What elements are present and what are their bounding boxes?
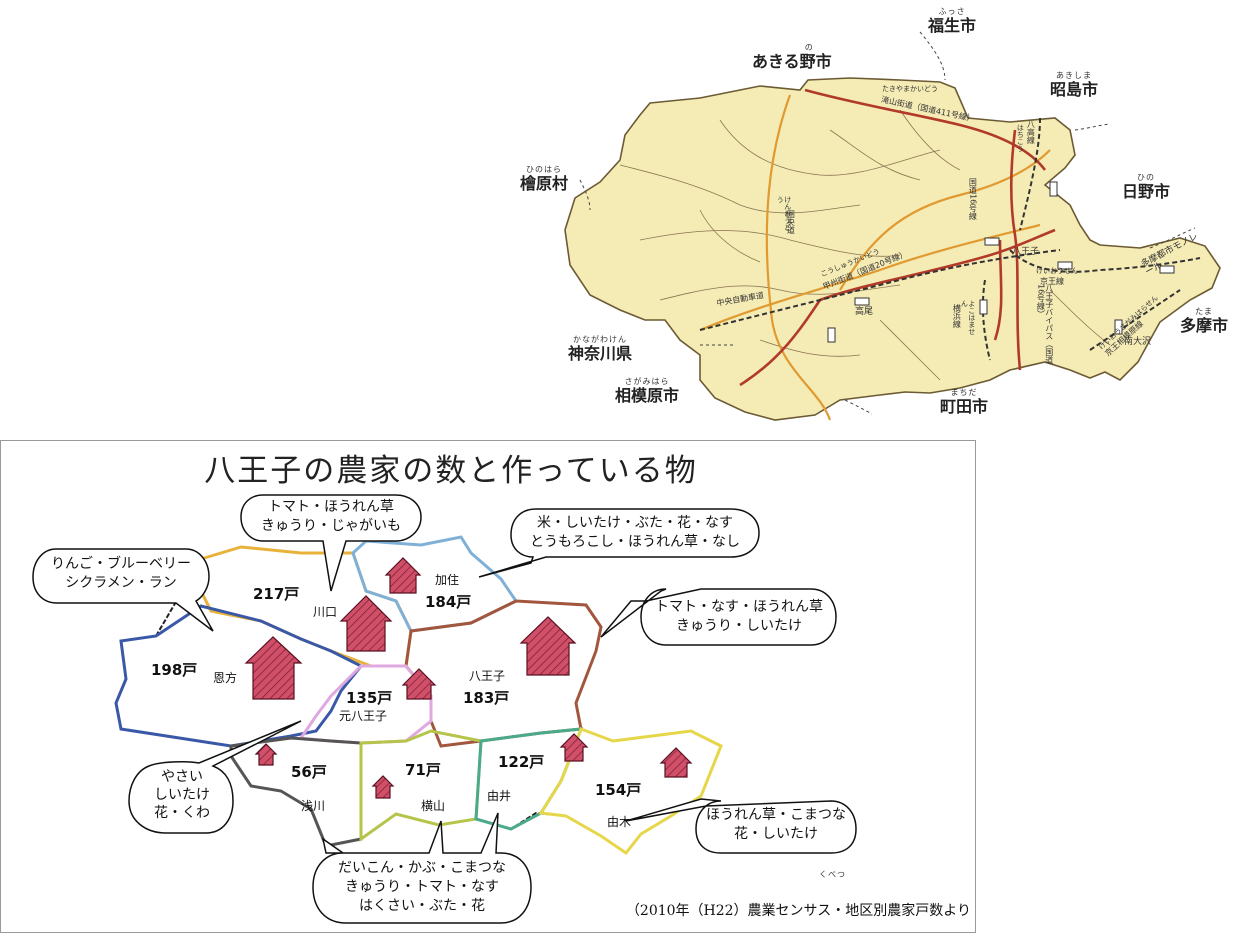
house-yugi-icon — [659, 747, 693, 778]
area-ongata: 恩方 — [213, 671, 238, 685]
station-minamiosawa: 南大沢 — [1124, 337, 1152, 347]
house-ongata-icon — [244, 636, 303, 700]
bubble-yokoyama-text: だいこん・かぶ・こまつな きゅうり・トマト・なす はくさい・ぶた・花 — [338, 860, 506, 914]
count-hachioji: 183戸 — [463, 689, 510, 707]
rail-label-yokohama: 横浜線 — [952, 304, 962, 328]
count-kawaguchi: 217戸 — [253, 585, 300, 603]
bubble-hachioji-text: トマト・なす・ほうれん草 きゅうり・しいたけ — [655, 599, 823, 634]
area-asakawa: 浅川 — [301, 799, 326, 813]
neighbour-boundaries — [579, 31, 1196, 415]
bubble-yokoyama-shape — [312, 812, 532, 924]
house-moto-icon — [401, 668, 437, 700]
hachioji-area-map: の あきる野市 ふっさ 福生市 あきしま 昭島市 ひのはら 檜原村 ひの 日野市… — [0, 0, 1245, 440]
terrain-lines — [619, 109, 1111, 381]
bubble-moto-text: やさい しいたけ 花・くわ — [154, 769, 210, 821]
count-yui: 122戸 — [498, 753, 545, 771]
station-markers — [827, 181, 1175, 343]
city-hino: ひの 日野市 — [1122, 173, 1171, 201]
boundary-ongata — [114, 604, 364, 748]
rail-ruby-hachiko: はちこう — [1016, 124, 1025, 152]
city-akiruno: の あきる野市 — [752, 43, 832, 71]
count-yokoyama: 71戸 — [405, 761, 441, 779]
bubble-moto-shape — [128, 720, 302, 834]
city-machida: まちだ 町田市 — [940, 388, 989, 416]
area-yugi: 由木 — [607, 815, 632, 829]
house-kasumi-icon — [384, 557, 422, 594]
area-hachioji: 八王子 — [469, 669, 506, 683]
rail-ruby-keio: けいおうせん — [1036, 267, 1078, 275]
road-label-route16: 国道16号線 — [968, 178, 978, 221]
city-fussa: ふっさ 福生市 — [928, 7, 977, 35]
rail-label-keio: 京王線 — [1040, 277, 1064, 286]
bubble-yugi-text: ほうれん草・こまつな 花・しいたけ — [706, 807, 846, 842]
bubble-hachioji-shape — [600, 588, 837, 646]
city-akishima: あきしま 昭島市 — [1050, 71, 1099, 99]
road-ruby-kenodo: けんおうどう — [776, 196, 792, 231]
area-kawaguchi: 川口 — [313, 605, 338, 619]
boundary-yugi — [538, 727, 723, 856]
bubble-kasumi-text: 米・しいたけ・ぶた・花・なす とうもろこし・ほうれん草・なし — [530, 515, 740, 550]
farm-map-panel: 八王子の農家の数と作っている物 — [0, 440, 976, 933]
boundary-asakawa — [229, 736, 363, 848]
national-roads — [739, 88, 1056, 387]
road-label-bypass: 八王子バイパス（国道16号線） — [1036, 284, 1054, 364]
source-note: （2010年（H22）農業センサス・地区別農家戸数より — [625, 903, 971, 919]
farm-house-markers — [244, 557, 693, 799]
house-yokoyama-icon — [371, 775, 395, 799]
rail-label-hachiko: 八高線 — [1026, 120, 1036, 144]
count-yugi: 154戸 — [595, 781, 642, 799]
house-hachioji-icon — [519, 616, 577, 676]
farm-map-graphic — [32, 494, 857, 924]
count-ongata: 198戸 — [151, 661, 198, 679]
rail-ruby-yokohama: よこはません — [960, 300, 976, 335]
station-takao: 高尾 — [855, 307, 874, 317]
area-moto: 元八王子 — [339, 709, 388, 723]
bubble-kawaguchi-text: トマト・ほうれん草 きゅうり・じゃがいも — [261, 499, 401, 534]
house-kawaguchi-icon — [339, 595, 393, 652]
hachioji-area-map-graphic — [564, 31, 1221, 421]
city-tama: たま 多摩市 — [1180, 307, 1229, 335]
city-hinohara: ひのはら 檜原村 — [520, 165, 569, 193]
road-label-kenodo: 圏央道 — [786, 210, 796, 234]
bubble-ongata-text: りんご・ブルーベリー シクラメン・ラン — [51, 556, 191, 591]
house-yui-icon — [559, 733, 589, 762]
farm-map-title: 八王子の農家の数と作っている物 — [204, 453, 698, 489]
area-yokoyama: 横山 — [421, 799, 446, 813]
area-kasumi: 加住 — [435, 573, 460, 587]
source-ruby: くべつ — [819, 870, 846, 879]
count-moto: 135戸 — [346, 689, 393, 707]
bubble-yugi-shape — [625, 798, 857, 854]
road-ruby-takiyama: たきやまかいどう — [882, 85, 938, 93]
station-hachioji: 八王子 — [1012, 247, 1040, 257]
house-asakawa-icon — [254, 743, 278, 766]
boundary-kasumi — [351, 535, 519, 633]
count-kasumi: 184戸 — [425, 593, 472, 611]
count-asakawa: 56戸 — [291, 763, 327, 781]
area-yui: 由井 — [487, 789, 512, 803]
rail-lines — [699, 117, 1201, 361]
speech-bubbles — [32, 494, 857, 924]
city-sagamihara: さがみはら 相模原市 — [615, 377, 680, 405]
bubble-ongata-shape — [32, 548, 214, 632]
bubble-kawaguchi-shape — [240, 494, 422, 592]
city-kanagawa: かながわけん 神奈川県 — [568, 335, 633, 363]
hachioji-land-shape — [564, 77, 1221, 421]
bubble-kasumi-shape — [478, 508, 760, 578]
